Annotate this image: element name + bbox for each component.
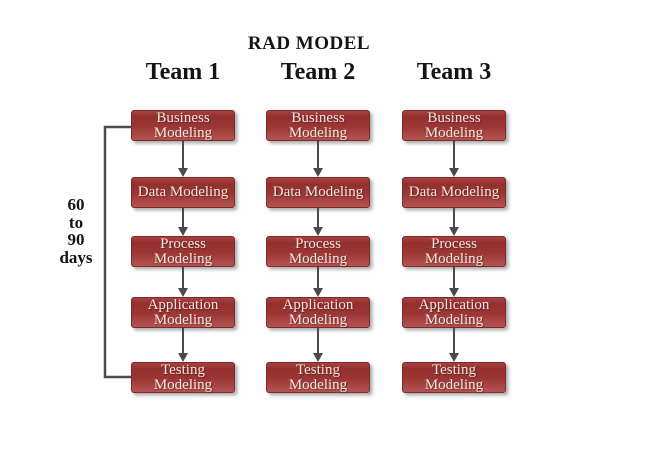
box-team1-data-modeling: Data Modeling — [131, 177, 235, 208]
flow-arrow — [178, 208, 188, 236]
arrowhead-down-icon — [178, 288, 188, 297]
diagram-title: RAD MODEL — [247, 33, 371, 54]
flow-arrow — [178, 328, 188, 362]
flow-arrow — [449, 141, 459, 177]
duration-label: 60 to 90 days — [59, 195, 93, 267]
arrowhead-down-icon — [449, 353, 459, 362]
box-team2-process-modeling: Process Modeling — [266, 236, 370, 267]
box-team3-application-modeling: Application Modeling — [402, 297, 506, 328]
box-team1-application-modeling: Application Modeling — [131, 297, 235, 328]
arrowhead-down-icon — [449, 168, 459, 177]
box-team2-business-modeling: Business Modeling — [266, 110, 370, 141]
box-team1-business-modeling: Business Modeling — [131, 110, 235, 141]
box-team2-data-modeling: Data Modeling — [266, 177, 370, 208]
box-team3-process-modeling: Process Modeling — [402, 236, 506, 267]
arrowhead-down-icon — [178, 227, 188, 236]
arrowhead-down-icon — [313, 288, 323, 297]
box-team3-data-modeling: Data Modeling — [402, 177, 506, 208]
team-2-header: Team 2 — [280, 59, 356, 85]
arrowhead-down-icon — [313, 168, 323, 177]
box-team1-process-modeling: Process Modeling — [131, 236, 235, 267]
team-3-header: Team 3 — [416, 59, 492, 85]
arrowhead-down-icon — [313, 353, 323, 362]
box-team2-application-modeling: Application Modeling — [266, 297, 370, 328]
arrowhead-down-icon — [449, 288, 459, 297]
flow-arrow — [313, 208, 323, 236]
box-team2-testing-modeling: Testing Modeling — [266, 362, 370, 393]
arrowhead-down-icon — [178, 353, 188, 362]
flow-arrow — [449, 208, 459, 236]
flow-arrow — [313, 141, 323, 177]
flow-arrow — [449, 328, 459, 362]
arrowhead-down-icon — [449, 227, 459, 236]
flow-arrow — [313, 267, 323, 297]
flow-arrow — [313, 328, 323, 362]
arrowhead-down-icon — [178, 168, 188, 177]
flow-arrow — [178, 267, 188, 297]
arrowhead-down-icon — [313, 227, 323, 236]
box-team1-testing-modeling: Testing Modeling — [131, 362, 235, 393]
team-1-header: Team 1 — [145, 59, 221, 85]
box-team3-business-modeling: Business Modeling — [402, 110, 506, 141]
box-team3-testing-modeling: Testing Modeling — [402, 362, 506, 393]
flow-arrow — [178, 141, 188, 177]
flow-arrow — [449, 267, 459, 297]
